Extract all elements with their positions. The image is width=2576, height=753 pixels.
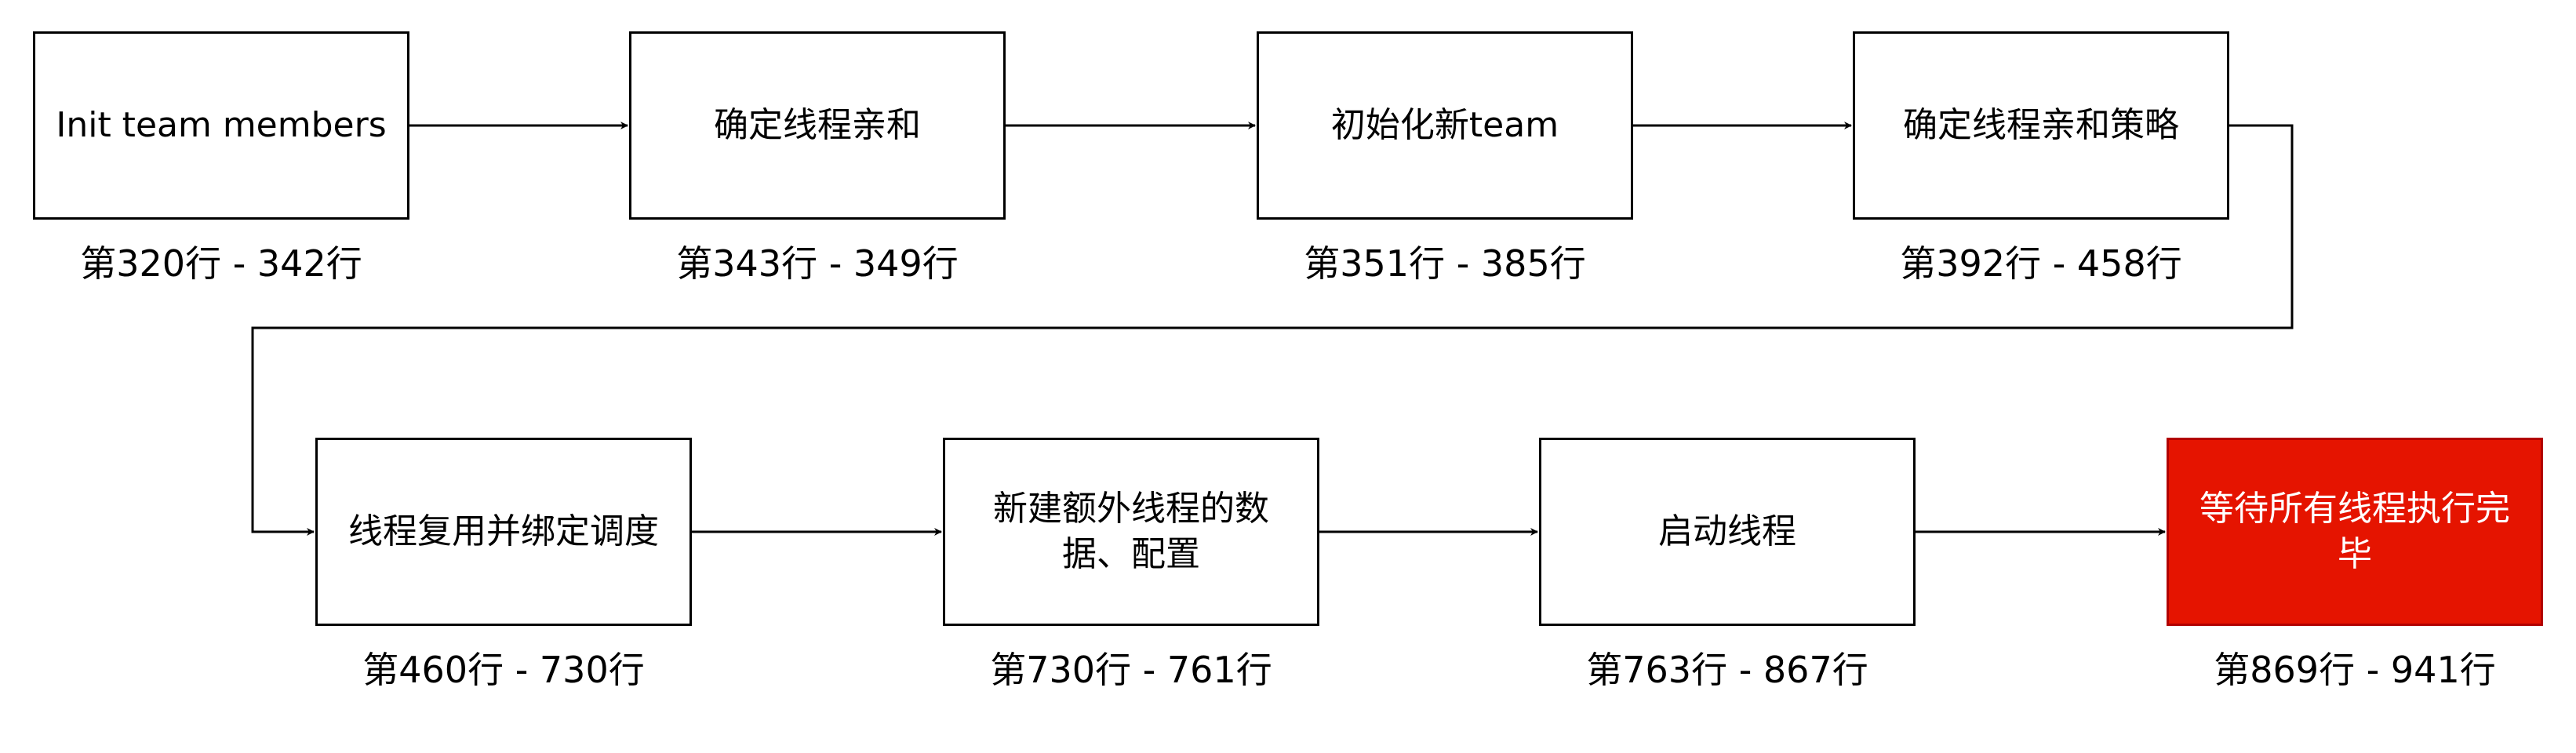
step-line-range: 第320行 - 342行 (80, 242, 362, 285)
step-line-range: 第869行 - 941行 (2214, 649, 2496, 691)
step-line-range: 第343行 - 349行 (676, 242, 959, 285)
step-box: 新建额外线程的数据、配置 (943, 438, 1319, 626)
arrow-step4-to-step5 (251, 124, 2294, 536)
step-label: 新建额外线程的数据、配置 (993, 489, 1269, 574)
step-label: 等待所有线程执行完毕 (2199, 489, 2510, 574)
step-box: Init team members (33, 31, 409, 220)
step-box: 确定线程亲和策略 (1853, 31, 2229, 220)
step-label: 线程复用并绑定调度 (348, 511, 659, 551)
step-box: 线程复用并绑定调度 (315, 438, 692, 626)
step-line-range: 第763行 - 867行 (1586, 649, 1868, 691)
step-box-highlighted: 等待所有线程执行完毕 (2167, 438, 2543, 626)
step-line-range: 第730行 - 761行 (990, 649, 1272, 691)
step-line-range: 第392行 - 458行 (1900, 242, 2182, 285)
step-box: 初始化新team (1257, 31, 1633, 220)
step-line-range: 第460行 - 730行 (362, 649, 645, 691)
step-label: Init team members (56, 105, 387, 145)
step-label: 启动线程 (1658, 511, 1796, 551)
step-label: 确定线程亲和策略 (1903, 105, 2179, 145)
step-box: 启动线程 (1539, 438, 1916, 626)
step-label: 确定线程亲和 (714, 105, 921, 145)
step-line-range: 第351行 - 385行 (1304, 242, 1586, 285)
step-box: 确定线程亲和 (629, 31, 1006, 220)
step-label: 初始化新team (1330, 105, 1559, 145)
